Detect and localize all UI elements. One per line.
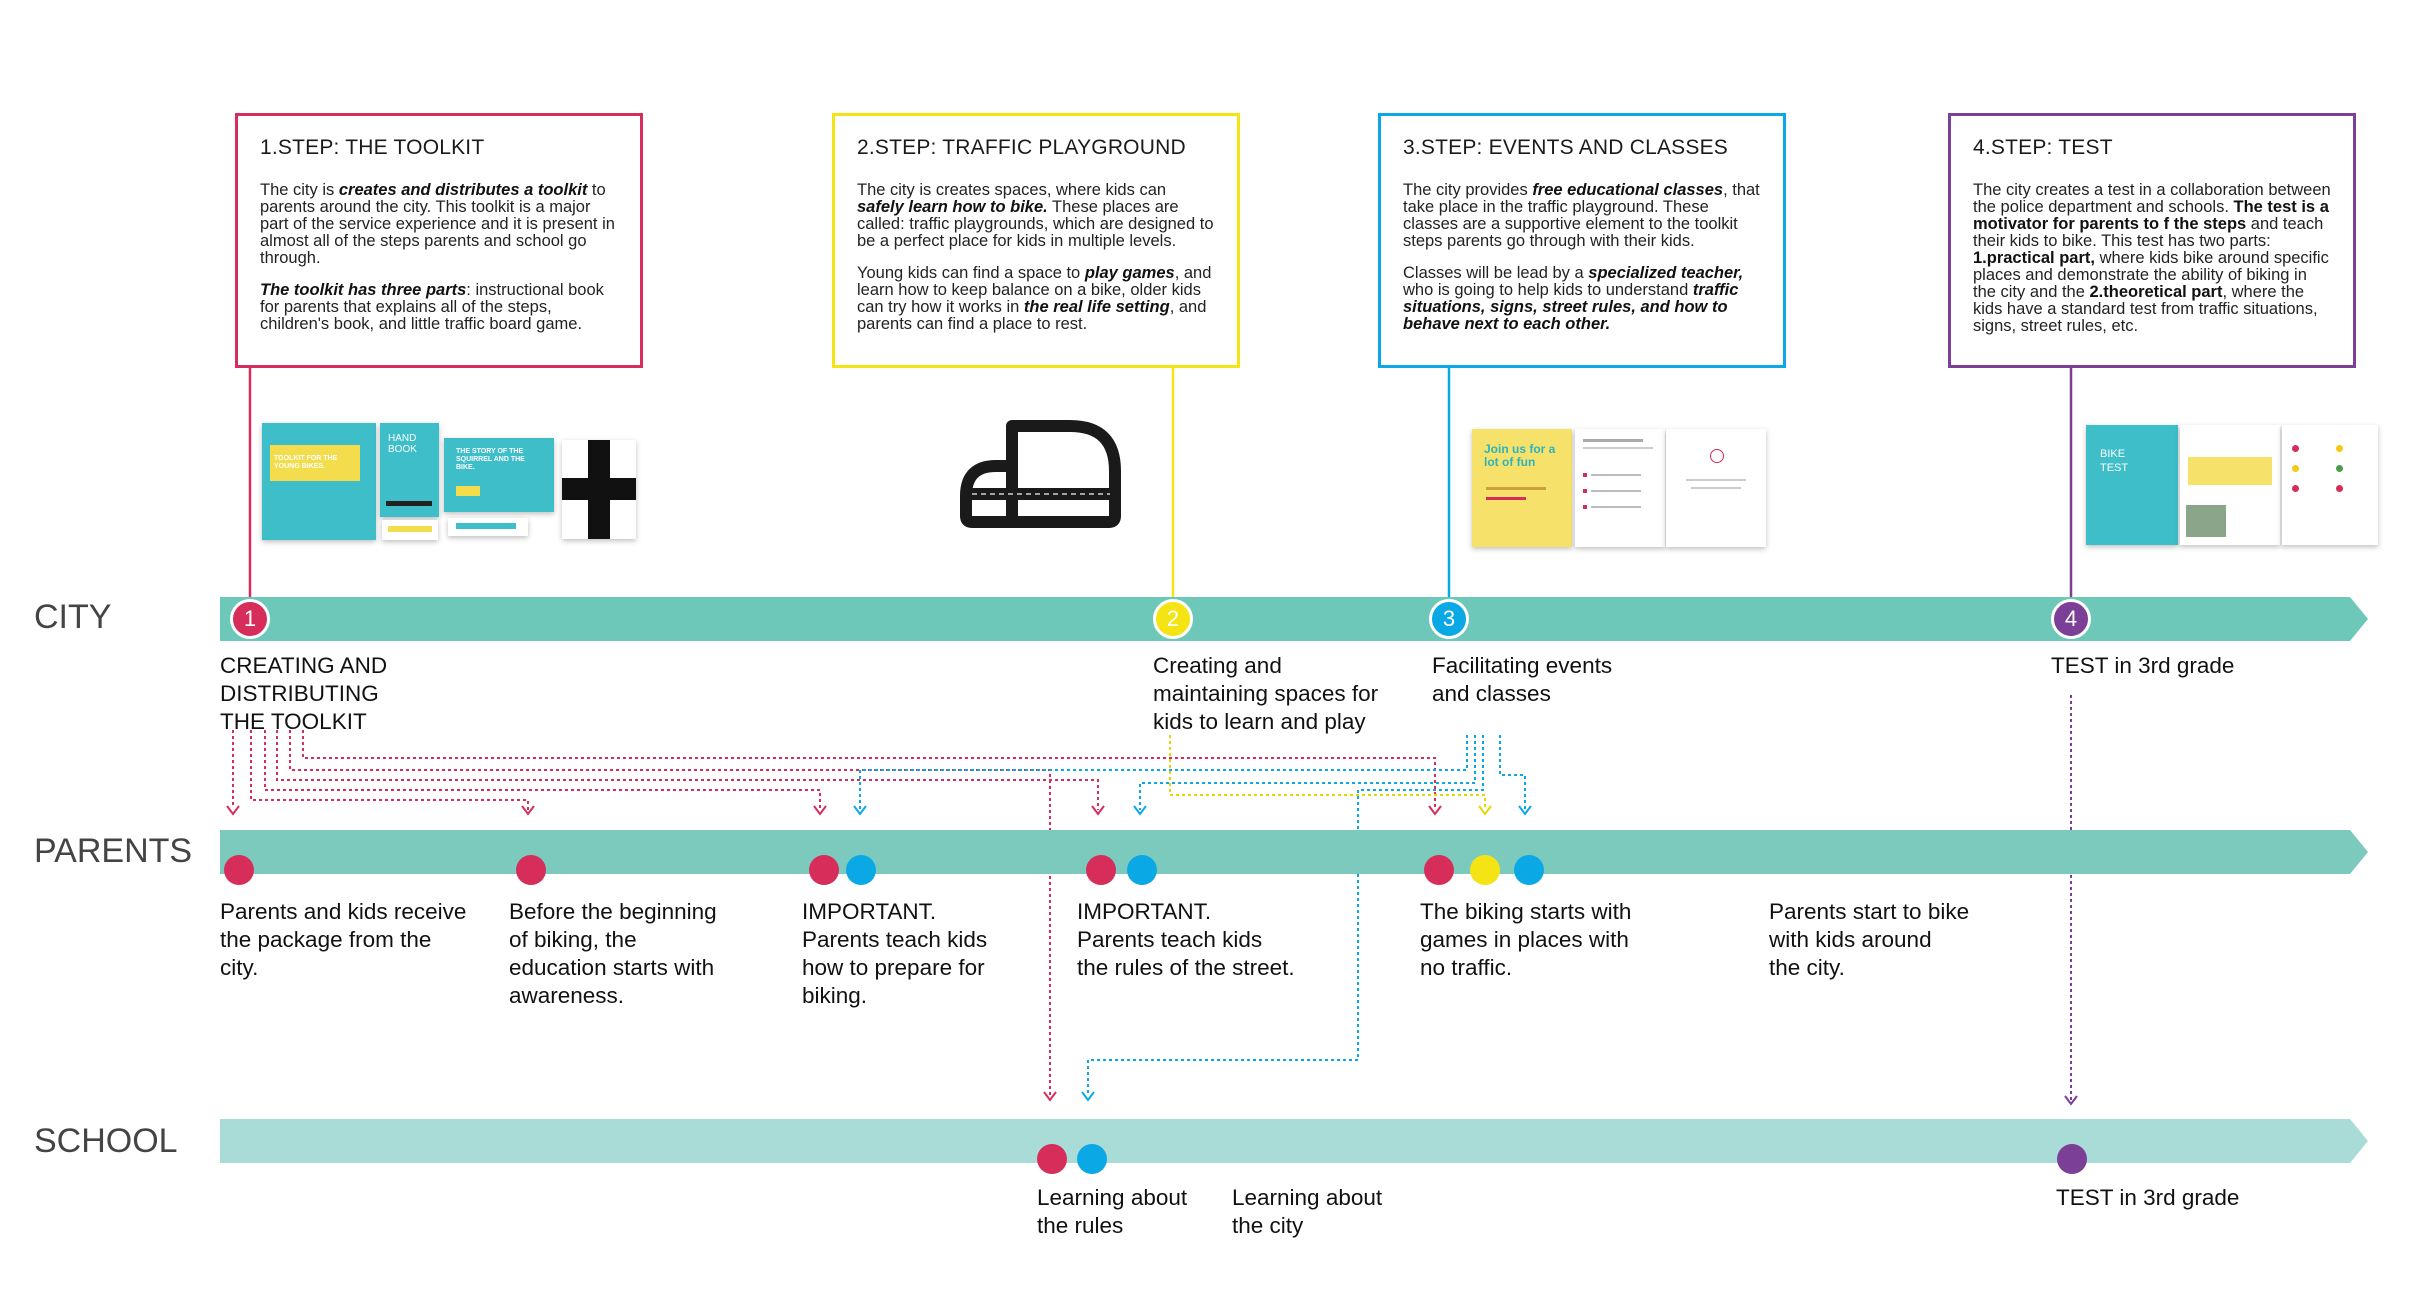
- step-title: 4.STEP: TEST: [1973, 136, 2113, 159]
- step-title: 2.STEP: TRAFFIC PLAYGROUND: [857, 136, 1186, 159]
- flyer-title: Join us for a lot of fun: [1484, 442, 1556, 469]
- parents-dot-red: [224, 855, 254, 885]
- parents-dot-cyan: [846, 855, 876, 885]
- bike-test-text: BIKE TEST: [2100, 448, 2129, 474]
- step-marker-3: 3: [1429, 599, 1469, 639]
- step-box-2: 2.STEP: TRAFFIC PLAYGROUND The city is c…: [832, 113, 1240, 368]
- school-dot-red: [1037, 1144, 1067, 1174]
- parents-dot-red: [1424, 855, 1454, 885]
- city-caption-2: Creating and maintaining spaces for kids…: [1153, 653, 1379, 734]
- school-dot-purple: [2057, 1144, 2087, 1174]
- story-book-thumb: THE STORY OF THE SQUIRREL AND THE BIKE.: [444, 438, 554, 512]
- step-text: The city is creates spaces, where kids c…: [857, 181, 1214, 250]
- step-marker-4: 4: [2051, 599, 2091, 639]
- parents-caption-6: Parents start to bike with kids around t…: [1769, 899, 1970, 980]
- school-caption-3: TEST in 3rd grade: [2056, 1185, 2240, 1210]
- handbook-text: HAND BOOK: [388, 433, 417, 455]
- city-caption-3: Facilitating events and classes: [1432, 653, 1613, 706]
- step-box-1: 1.STEP: THE TOOLKIT The city is creates …: [235, 113, 643, 368]
- events-flyer-thumb: Join us for a lot of fun: [1472, 429, 1572, 547]
- school-caption-1: Learning about the rules: [1037, 1185, 1188, 1238]
- parents-caption-1: Parents and kids receive the package fro…: [220, 899, 467, 980]
- red-routes: [232, 730, 1436, 1095]
- board-game-thumb: [562, 440, 636, 539]
- lane-label-school: SCHOOL: [34, 1122, 178, 1160]
- parents-dot-red: [1086, 855, 1116, 885]
- step-text: The city provides free educational class…: [1403, 181, 1760, 250]
- parents-caption-5: The biking starts with games in places w…: [1420, 899, 1632, 980]
- handbook-thumb: HAND BOOK: [380, 423, 439, 517]
- city-timeline-band: [220, 597, 2368, 641]
- step-text: The city creates a test in a collaborati…: [1973, 181, 2331, 335]
- toolkit-cover-text: TOOLKIT FOR THE YOUNG BIKES.: [274, 455, 338, 470]
- city-caption-4: TEST in 3rd grade: [2051, 653, 2235, 678]
- step-marker-1: 1: [230, 599, 270, 639]
- parents-dot-red: [809, 855, 839, 885]
- step-box-4: 4.STEP: TEST The city creates a test in …: [1948, 113, 2356, 368]
- yellow-routes: [1169, 735, 1486, 810]
- school-timeline-band: [220, 1119, 2368, 1163]
- step-text: Classes will be lead by a specialized te…: [1403, 264, 1744, 333]
- lane-label-parents: PARENTS: [34, 832, 193, 870]
- parents-dot-cyan: [1514, 855, 1544, 885]
- parents-dot-yellow: [1470, 855, 1500, 885]
- step-title: 3.STEP: EVENTS AND CLASSES: [1403, 136, 1728, 159]
- story-book-text: THE STORY OF THE SQUIRREL AND THE BIKE.: [456, 448, 525, 471]
- lane-label-city: CITY: [34, 598, 112, 636]
- parents-caption-3: IMPORTANT. Parents teach kids how to pre…: [802, 899, 988, 1008]
- events-schedule-thumb: [1575, 429, 1665, 547]
- traffic-playground-icon: [960, 420, 1121, 528]
- cyan-routes: [859, 735, 1526, 1095]
- toolkit-cover-thumb: TOOLKIT FOR THE YOUNG BIKES.: [262, 423, 376, 540]
- parents-caption-4: IMPORTANT. Parents teach kids the rules …: [1077, 899, 1295, 980]
- step-text: Young kids can find a space to play game…: [857, 264, 1212, 333]
- parents-timeline-band: [220, 830, 2368, 874]
- school-dot-cyan: [1077, 1144, 1107, 1174]
- city-caption-1: CREATING AND DISTRIBUTING THE TOOLKIT: [220, 653, 388, 734]
- step-marker-2: 2: [1153, 599, 1193, 639]
- step-text: The toolkit has three parts: instruction…: [260, 281, 604, 333]
- bike-test-page-thumb: [2180, 425, 2280, 545]
- bike-test-cover-thumb: BIKE TEST: [2086, 425, 2178, 545]
- step-box-3: 3.STEP: EVENTS AND CLASSES The city prov…: [1378, 113, 1786, 368]
- parents-dot-red: [516, 855, 546, 885]
- step-title: 1.STEP: THE TOOLKIT: [260, 136, 485, 159]
- step-text: The city is creates and distributes a to…: [260, 181, 615, 267]
- school-caption-2: Learning about the city: [1232, 1185, 1383, 1238]
- parents-caption-2: Before the beginning of biking, the educ…: [509, 899, 717, 1008]
- parents-dot-cyan: [1127, 855, 1157, 885]
- arrowheads: [226, 805, 2078, 1106]
